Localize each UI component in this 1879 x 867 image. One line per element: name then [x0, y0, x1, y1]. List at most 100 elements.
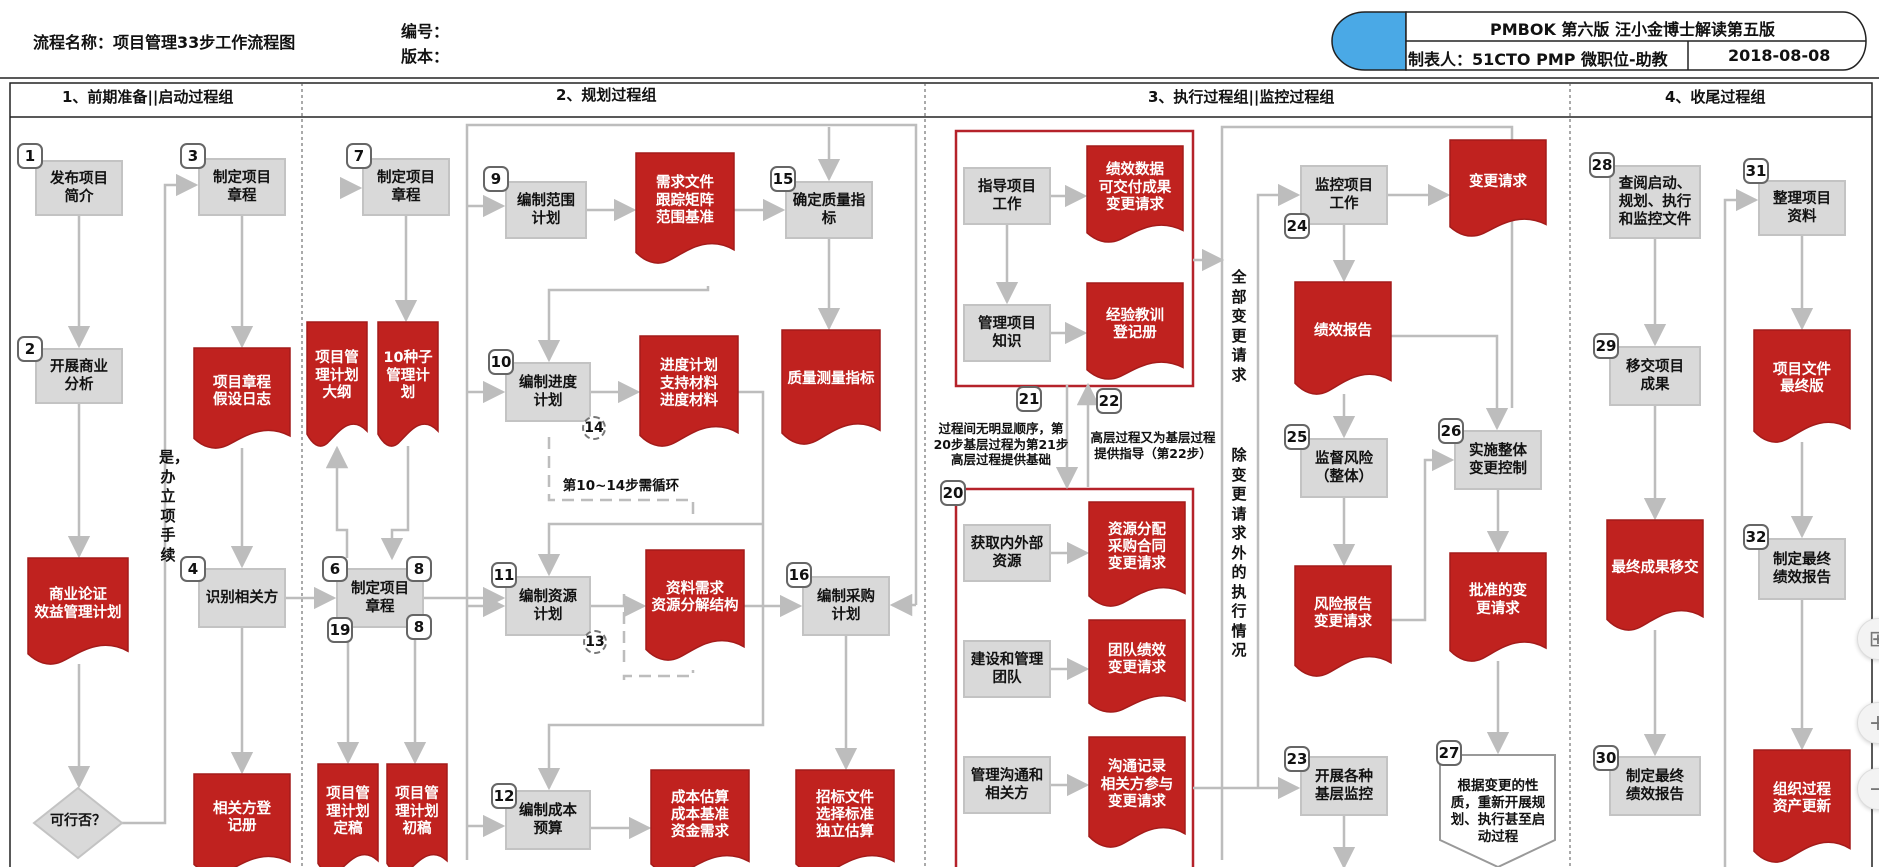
- pm-plan-outline-doc: 项目管 理计划 大纲: [306, 321, 368, 447]
- badge-step-3: 3: [180, 143, 206, 169]
- version-label: 版本：: [401, 47, 450, 66]
- performance-reports-doc: 绩效报告: [1294, 281, 1392, 395]
- connector-arrow: [1391, 334, 1509, 431]
- quality-metrics-doc: 质量测量指标: [781, 329, 881, 445]
- connector-arrow: [537, 286, 710, 363]
- lane-header-initiating: 1、前期准备||启动过程组: [62, 88, 234, 106]
- acquire-resources-box: 获取内外部 资源: [963, 524, 1051, 582]
- number-label: 编号：: [401, 22, 450, 41]
- lessons-learned-doc: 经验教训 登记册: [1086, 282, 1184, 380]
- doc-label: 商业论证 效益管理计划: [34, 587, 122, 621]
- pm-plan-final-doc: 项目管 理计划 定稿: [317, 763, 379, 867]
- communication-records-doc: 沟通记录 相关方参与 变更请求: [1088, 736, 1186, 848]
- manage-communications-box: 管理沟通和 相关方: [963, 756, 1051, 814]
- approved-changes-doc: 批准的变 更请求: [1449, 552, 1547, 662]
- doc-label: 经验教训 登记册: [1106, 307, 1164, 342]
- doc-label: 进度计划 支持材料 进度材料: [660, 358, 718, 410]
- doc-label: 沟通记录 相关方参与 变更请求: [1100, 759, 1174, 811]
- quality-metrics-box: 确定质量指 标: [785, 181, 873, 239]
- badge-step-11: 11: [491, 562, 517, 588]
- final-report-box-32: 制定最终 绩效报告: [1758, 538, 1846, 600]
- lane-header-planning: 2、规划过程组: [556, 86, 657, 104]
- identify-stakeholders-box: 识别相关方: [198, 568, 286, 628]
- all-change-requests-note: 全部变更请求: [1231, 268, 1247, 384]
- develop-charter-box: 制定项目 章程: [198, 158, 286, 216]
- handover-deliverables-box: 移交项目 成果: [1609, 346, 1701, 406]
- loop-note: 第10~14步需循环: [562, 478, 680, 494]
- final-handover-doc: 最终成果移交: [1606, 519, 1704, 631]
- other-execution-info-note: 除变更请求外的执行情况: [1231, 446, 1247, 659]
- integrated-change-control-box: 实施整体 变更控制: [1454, 430, 1542, 490]
- doc-label: 需求文件 跟踪矩阵 范围基准: [656, 175, 714, 227]
- doc-label: 风险报告 变更请求: [1314, 597, 1372, 631]
- badge-step-12: 12: [491, 783, 517, 809]
- badge-step-19: 19: [327, 617, 353, 643]
- business-analysis-box: 开展商业 分析: [35, 348, 123, 404]
- organize-records-box: 整理项目 资料: [1758, 180, 1846, 236]
- connector-arrow: [1256, 183, 1301, 787]
- stakeholder-register-doc: 相关方登 记册: [193, 773, 291, 867]
- badge-step-31: 31: [1743, 158, 1769, 184]
- swimlane-frame: [9, 82, 1873, 867]
- flow-name: 流程名称：项目管理33步工作流程图: [33, 33, 296, 52]
- direct-work-box: 指导项目 工作: [963, 167, 1051, 225]
- badge-step-13: 13: [583, 630, 607, 654]
- resource-requirements-doc: 资料需求 资源分解结构: [645, 549, 745, 661]
- subsidiary-plans-doc: 10种子 管理计 划: [377, 321, 439, 447]
- doc-label: 变更请求: [1469, 173, 1527, 190]
- badge-step-28: 28: [1589, 152, 1615, 178]
- business-case-doc: 商业论证 效益管理计划: [27, 557, 129, 665]
- doc-label: 批准的变 更请求: [1469, 583, 1527, 617]
- doc-label: 团队绩效 变更请求: [1108, 643, 1166, 677]
- execution-frame-top: [954, 129, 1195, 388]
- monitor-work-box: 监控项目 工作: [1300, 165, 1388, 225]
- doc-label: 相关方登 记册: [213, 800, 271, 834]
- doc-label: 项目管 理计划 初稿: [395, 786, 439, 838]
- manage-team-box: 建设和管理 团队: [963, 640, 1051, 698]
- doc-label: 成本估算 成本基准 资金需求: [671, 789, 729, 841]
- date: 2018-08-08: [1728, 46, 1831, 65]
- doc-label: 绩效数据 可交付成果 变更请求: [1098, 162, 1172, 213]
- badge-step-16: 16: [786, 562, 812, 588]
- develop-charter-box-7: 制定项目 章程: [362, 158, 450, 216]
- doc-label: 绩效报告: [1314, 322, 1372, 339]
- note-22: 高层过程又为基层过程 提供指导（第22步）: [1090, 430, 1216, 461]
- doc-title: PMBOK 第六版 汪小金博士解读第五版: [1490, 20, 1775, 39]
- note-27: 根据变更的性 质，重新开展规 划、执行甚至启 动过程: [1450, 778, 1546, 845]
- yes-note: 是，办立项手续: [159, 448, 190, 564]
- badge-step-2: 2: [17, 336, 43, 362]
- resource-allocation-doc: 资源分配 采购合同 变更请求: [1088, 501, 1186, 607]
- risk-report-doc: 风险报告 变更请求: [1294, 565, 1392, 677]
- schedule-plan-box: 编制进度 计划: [505, 362, 591, 422]
- badge-step-23: 23: [1284, 746, 1310, 772]
- badge-step-15: 15: [770, 166, 796, 192]
- badge-step-8-bottom: 8: [406, 614, 432, 640]
- badge-step-14: 14: [582, 416, 606, 440]
- final-project-docs-doc: 项目文件 最终版: [1753, 329, 1851, 443]
- manage-knowledge-box: 管理项目 知识: [963, 304, 1051, 362]
- note-21: 过程间无明显顺序，第 20步基层过程为第21步 高层过程提供基础: [933, 421, 1069, 468]
- badge-step-9: 9: [483, 166, 509, 192]
- decision-label: 可行否？: [50, 813, 106, 829]
- badge-step-8-top: 8: [406, 556, 432, 582]
- pm-plan-draft-doc: 项目管 理计划 初稿: [386, 763, 448, 867]
- charter-assumption-log-doc: 项目章程 假设日志: [193, 347, 291, 449]
- connector-arrow: [380, 446, 410, 561]
- badge-step-6: 6: [322, 556, 348, 582]
- badge-step-4: 4: [180, 556, 206, 582]
- lane-header-closing: 4、收尾过程组: [1665, 88, 1766, 106]
- base-level-monitoring-box: 开展各种 基层监控: [1300, 756, 1388, 816]
- badge-step-1: 1: [17, 143, 43, 169]
- badge-step-22: 22: [1096, 388, 1122, 414]
- doc-label: 招标文件 选择标准 独立估算: [816, 789, 874, 841]
- bid-documents-doc: 招标文件 选择标准 独立估算: [795, 769, 895, 867]
- title-bar-cap: [1331, 11, 1407, 71]
- badge-step-24: 24: [1284, 213, 1310, 239]
- connector-arrow: [325, 445, 349, 558]
- badge-step-21: 21: [1016, 386, 1042, 412]
- cost-estimates-doc: 成本估算 成本基准 资金需求: [650, 769, 750, 867]
- resource-plan-box: 编制资源 计划: [505, 576, 591, 636]
- doc-label: 项目章程 假设日志: [213, 374, 271, 408]
